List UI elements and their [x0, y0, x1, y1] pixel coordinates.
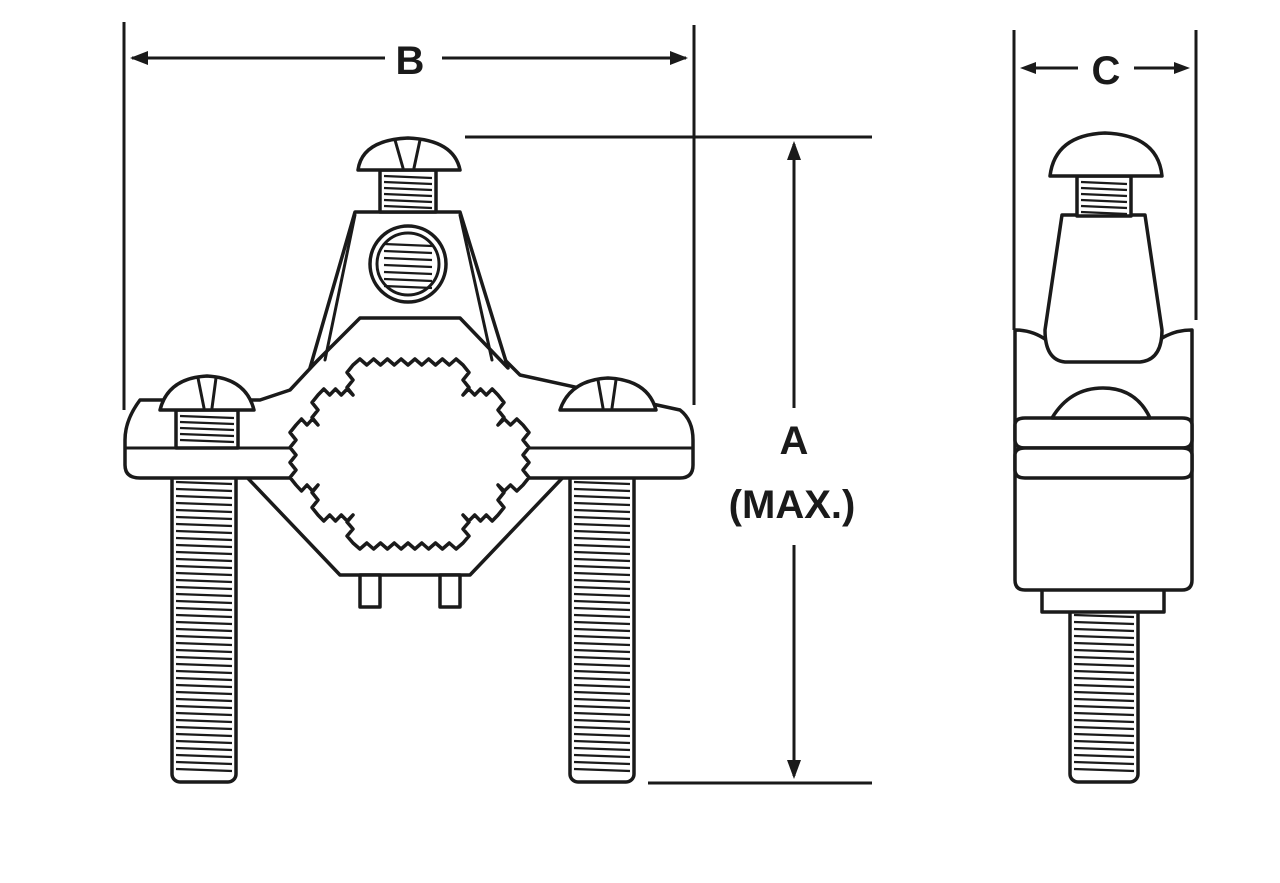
- dimension-b-label: B: [396, 39, 425, 83]
- front-saddle-tab-left: [358, 573, 382, 609]
- front-set-screw: [368, 224, 448, 304]
- dimension-c: C: [1012, 30, 1198, 330]
- front-left-bolt: [170, 468, 238, 784]
- dimension-a: A (MAX.): [465, 135, 872, 785]
- dimension-a-qualifier: (MAX.): [729, 483, 856, 527]
- front-left-screw-head: [158, 374, 256, 450]
- front-saddle-tab-right: [438, 573, 462, 609]
- dimension-a-label: A: [780, 419, 809, 463]
- front-view: [123, 136, 695, 784]
- front-right-screw-head: [558, 376, 658, 412]
- front-right-bolt: [568, 468, 636, 784]
- front-top-screw: [356, 136, 462, 214]
- side-tower: [1043, 213, 1164, 364]
- front-serrated-pipe-jaw: [288, 357, 531, 551]
- side-view: [1013, 131, 1194, 784]
- dimension-c-label: C: [1092, 49, 1121, 93]
- dimension-b: B: [122, 22, 696, 410]
- side-nut-plate: [1040, 586, 1166, 614]
- side-screw-head: [1048, 131, 1164, 178]
